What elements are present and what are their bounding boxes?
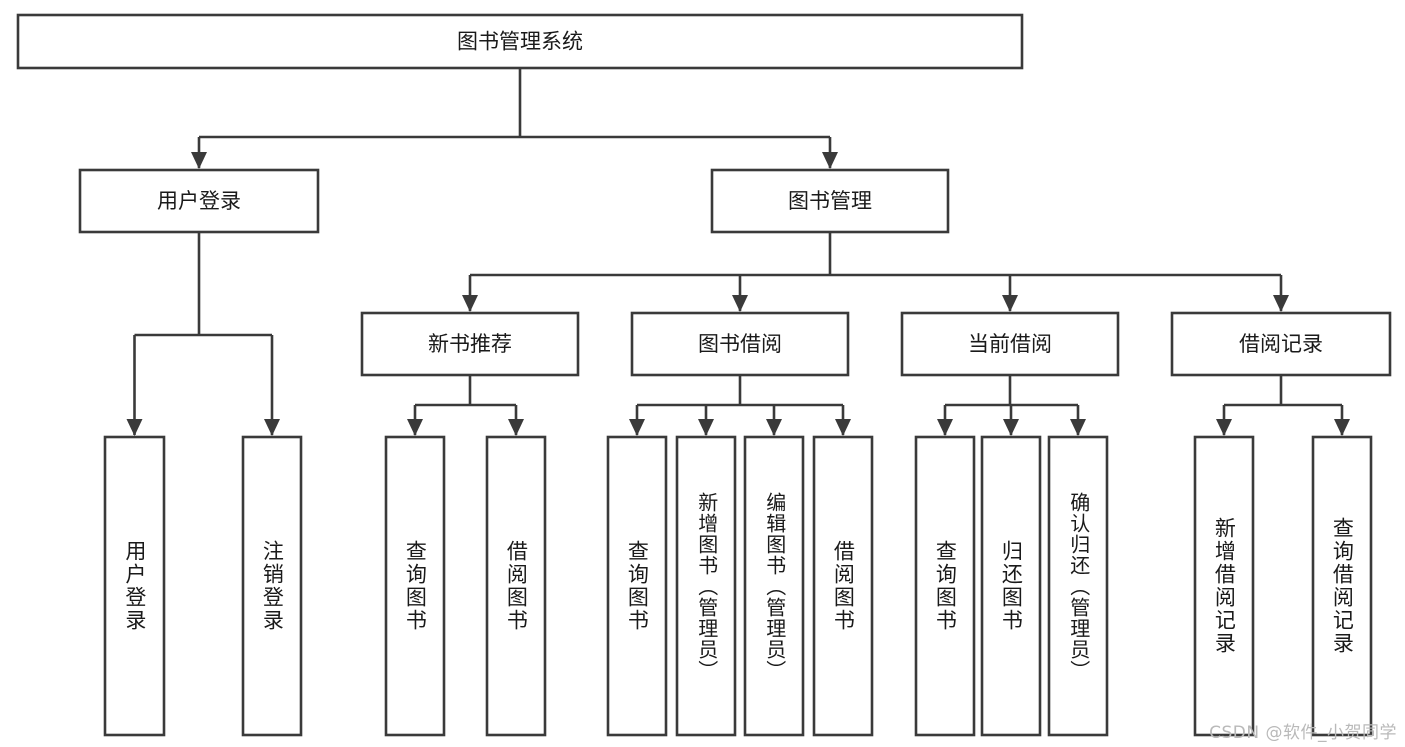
node-user-login[interactable] xyxy=(78,168,320,234)
box-layer xyxy=(16,13,1392,737)
node-label-vertical: 借阅图书 xyxy=(504,540,529,632)
arrow-head-icon xyxy=(462,295,478,312)
node-label-vertical: 查询图书 xyxy=(625,540,650,632)
node-borrow-record[interactable] xyxy=(1170,311,1392,377)
node-label-vertical: 借阅图书 xyxy=(831,540,856,632)
arrow-head-icon xyxy=(1070,419,1086,436)
node-leaf-query-book-current[interactable] xyxy=(914,435,976,737)
node-label-vertical: 用户登录 xyxy=(122,540,147,632)
node-label: 图书管理 xyxy=(788,189,872,213)
arrow-head-icon xyxy=(629,419,645,436)
node-label-vertical: 确认归还（管理员） xyxy=(1066,491,1091,681)
node-leaf-query-book-recommend[interactable] xyxy=(384,435,446,737)
node-label: 图书管理系统 xyxy=(457,30,583,54)
arrow-head-icon xyxy=(1273,295,1289,312)
arrow-head-icon xyxy=(835,419,851,436)
arrow-head-icon xyxy=(1216,419,1232,436)
node-root-root[interactable] xyxy=(16,13,1024,70)
node-label: 新书推荐 xyxy=(428,332,512,356)
arrow-head-icon xyxy=(732,295,748,312)
arrow-head-icon xyxy=(937,419,953,436)
node-leaf-add-borrow-record[interactable] xyxy=(1193,435,1255,737)
node-leaf-add-book[interactable] xyxy=(675,435,737,737)
node-label-vertical: 编辑图书（管理员） xyxy=(762,491,787,681)
node-label: 借阅记录 xyxy=(1239,332,1323,356)
arrow-head-icon xyxy=(698,419,714,436)
arrow-head-icon xyxy=(264,419,280,436)
node-leaf-query-borrow-record[interactable] xyxy=(1311,435,1373,737)
arrow-head-icon xyxy=(407,419,423,436)
node-label: 图书借阅 xyxy=(698,332,782,356)
arrow-head-icon xyxy=(1003,419,1019,436)
node-leaf-return-book[interactable] xyxy=(980,435,1042,737)
node-leaf-edit-book[interactable] xyxy=(743,435,805,737)
node-current-borrow[interactable] xyxy=(900,311,1120,377)
node-new-book-recommend[interactable] xyxy=(360,311,580,377)
arrow-head-icon xyxy=(1334,419,1350,436)
node-leaf-confirm-return[interactable] xyxy=(1047,435,1109,737)
node-label-vertical: 归还图书 xyxy=(999,540,1024,632)
node-label-vertical: 查询借阅记录 xyxy=(1330,517,1355,655)
arrow-head-icon xyxy=(508,419,524,436)
arrow-head-icon xyxy=(1002,295,1018,312)
node-label-vertical: 注销登录 xyxy=(260,540,285,632)
node-leaf-borrow-book[interactable] xyxy=(812,435,874,737)
arrow-head-icon xyxy=(766,419,782,436)
node-label: 用户登录 xyxy=(157,189,241,213)
watermark-text: CSDN @软件_小贺同学 xyxy=(1209,723,1397,743)
connector-layer xyxy=(126,68,1350,436)
node-label-vertical: 新增图书（管理员） xyxy=(694,491,719,681)
node-leaf-borrow-book-recommend[interactable] xyxy=(485,435,547,737)
node-label: 当前借阅 xyxy=(968,332,1052,356)
node-label-vertical: 查询图书 xyxy=(933,540,958,632)
arrow-head-icon xyxy=(126,419,143,436)
arrow-head-icon xyxy=(191,152,207,169)
node-leaf-user-logout[interactable] xyxy=(241,435,303,737)
node-leaf-user-login[interactable] xyxy=(103,435,166,737)
node-label-vertical: 新增借阅记录 xyxy=(1212,517,1237,655)
node-book-manage[interactable] xyxy=(710,168,950,234)
node-leaf-query-book-borrow[interactable] xyxy=(606,435,668,737)
arrow-head-icon xyxy=(822,152,838,169)
node-label-vertical: 查询图书 xyxy=(403,540,428,632)
node-book-borrow[interactable] xyxy=(630,311,850,377)
